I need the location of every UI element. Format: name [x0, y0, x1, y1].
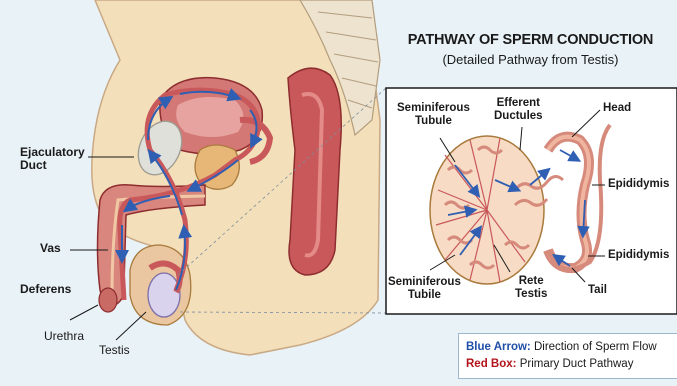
label-epididymis-upper: Epididymis: [608, 178, 669, 191]
diagram-subtitle: (Detailed Pathway from Testis): [388, 52, 673, 67]
rectum: [288, 68, 341, 275]
label-ductules: Ductules: [494, 110, 543, 123]
label-tubule-top: Tubule: [397, 115, 470, 128]
testis: [148, 273, 180, 317]
label-seminiferous-tubile: Seminiferous Tubile: [388, 276, 461, 301]
legend-red-text: Primary Duct Pathway: [520, 358, 634, 370]
label-urethra: Urethra: [44, 330, 84, 343]
label-tubile-bottom: Tubile: [388, 289, 461, 302]
legend-box: Blue Arrow: Direction of Sperm Flow Red …: [458, 333, 677, 379]
label-deferens: Deferens: [20, 283, 71, 296]
label-vas: Vas: [40, 242, 61, 255]
label-epididymis-lower: Epididymis: [608, 249, 669, 262]
label-tail: Tail: [588, 284, 607, 297]
legend-red-row: Red Box: Primary Duct Pathway: [466, 356, 677, 373]
legend-blue-key: Blue Arrow:: [466, 341, 531, 353]
legend-red-key: Red Box:: [466, 358, 516, 370]
label-efferent-ductules: Efferent Ductules: [494, 97, 543, 122]
legend-blue-text: Direction of Sperm Flow: [534, 341, 657, 353]
diagram-title: PATHWAY OF SPERM CONDUCTION: [388, 32, 673, 48]
label-testis: Testis: [99, 344, 130, 357]
label-seminiferous-top: Seminiferous: [397, 102, 470, 115]
label-duct: Duct: [20, 159, 85, 172]
label-rete-testis-word: Testis: [515, 288, 547, 301]
label-head: Head: [603, 102, 631, 115]
label-rete-testis: Rete Testis: [515, 275, 547, 300]
label-rete: Rete: [515, 275, 547, 288]
legend-blue-row: Blue Arrow: Direction of Sperm Flow: [466, 339, 677, 356]
label-seminiferous-bottom: Seminiferous: [388, 276, 461, 289]
label-efferent: Efferent: [494, 97, 543, 110]
label-ejaculatory-duct: Ejaculatory Duct: [20, 146, 85, 172]
label-seminiferous-tubule: Seminiferous Tubule: [397, 102, 470, 127]
